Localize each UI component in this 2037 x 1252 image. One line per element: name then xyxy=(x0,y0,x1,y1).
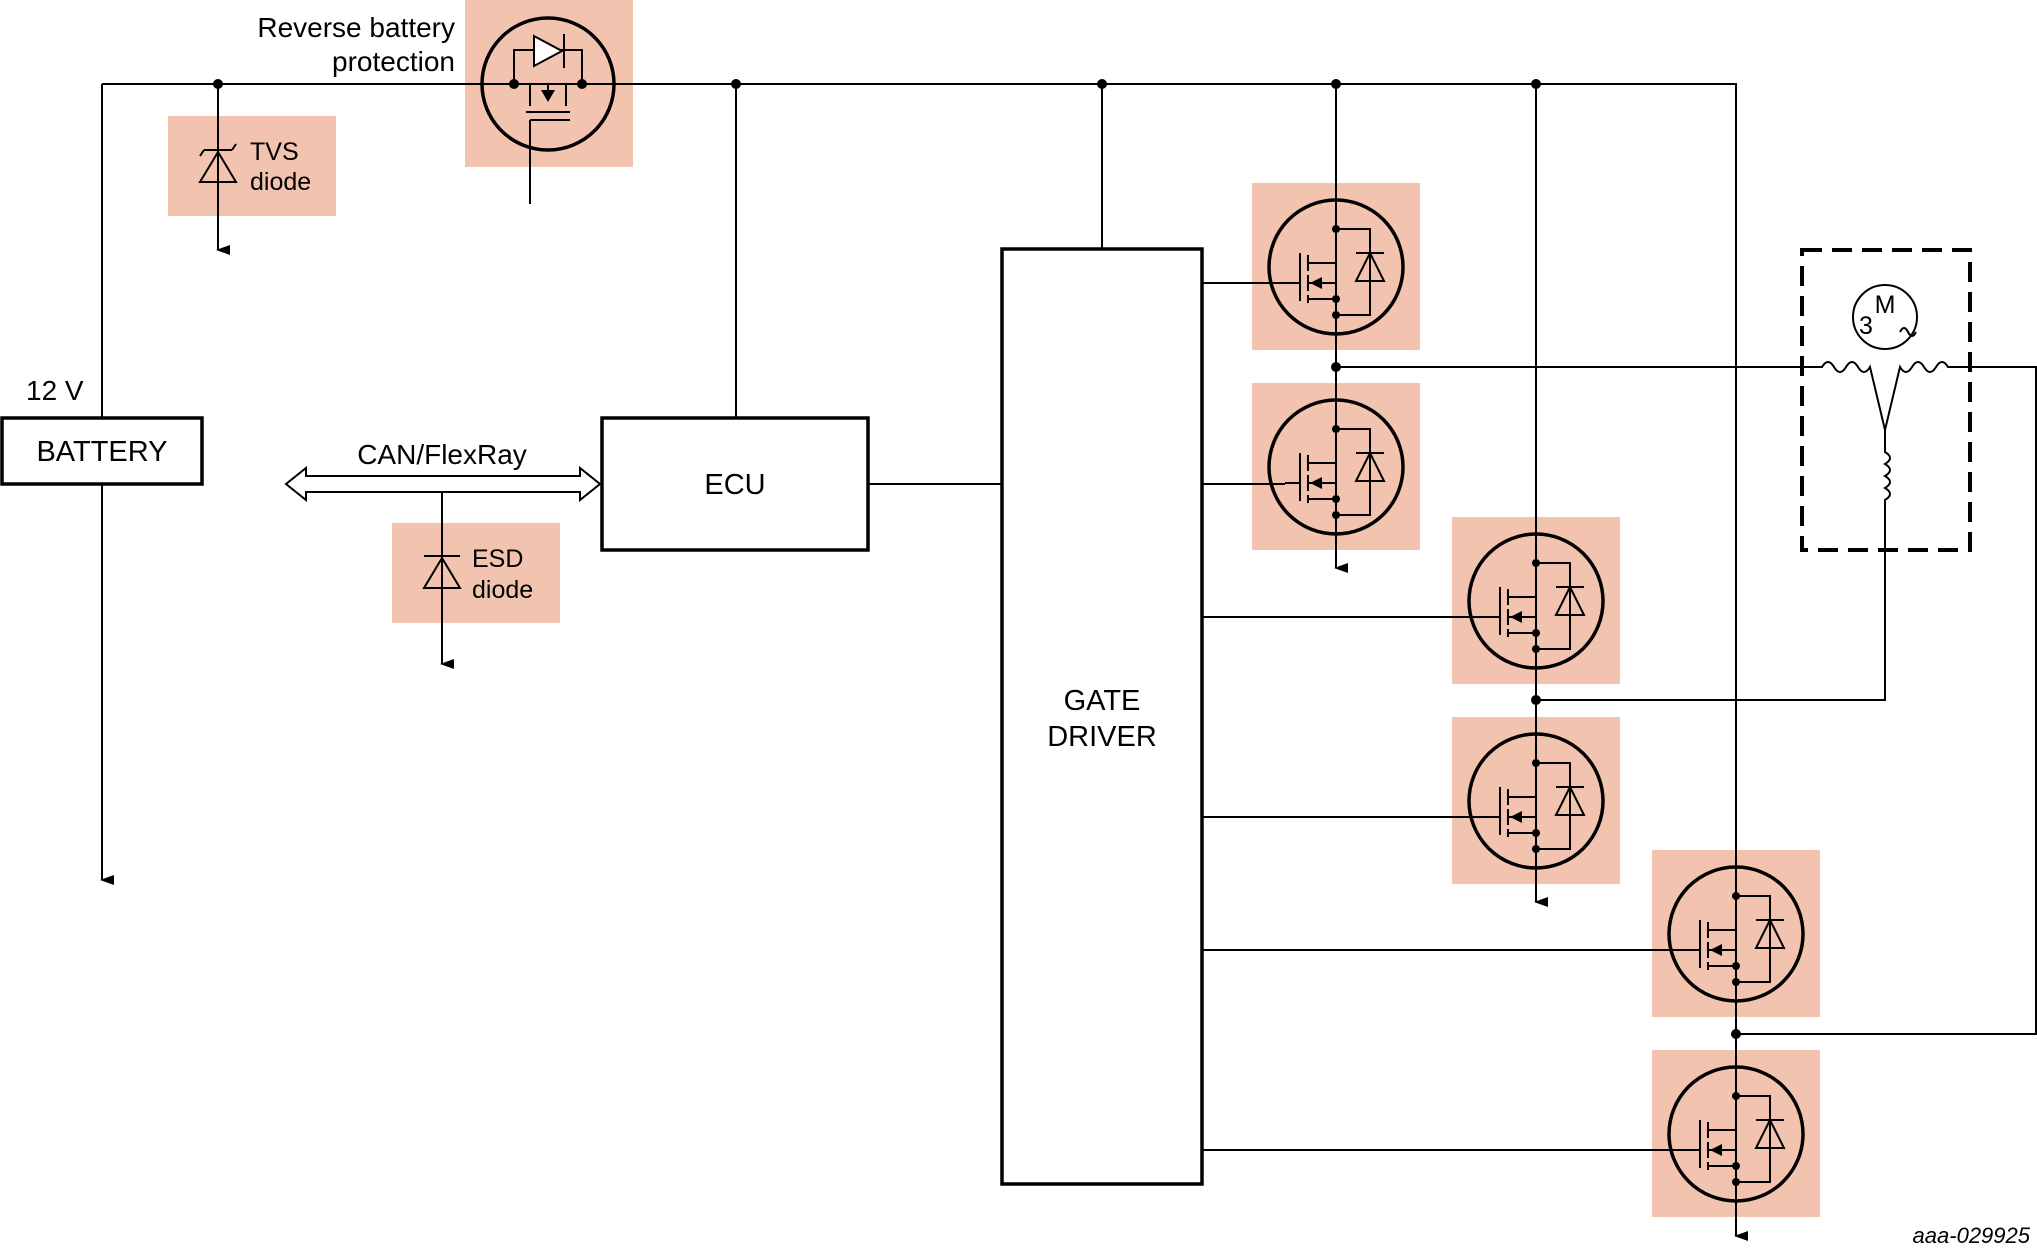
mosfet-v-high-icon xyxy=(1467,532,1605,670)
can-flexray-bus-arrow[interactable] xyxy=(284,465,602,503)
esd-label-line2: diode xyxy=(472,576,533,604)
gate-driver-label-line1: GATE xyxy=(1064,685,1141,717)
ecu-block[interactable] xyxy=(600,416,870,552)
mosfet-u-low-icon xyxy=(1267,398,1405,536)
tvs-label-line1: TVS xyxy=(250,138,299,166)
three-phase-motor[interactable] xyxy=(1800,248,1972,552)
battery-block[interactable] xyxy=(0,416,204,486)
voltage-label: 12 V xyxy=(26,375,84,406)
mosfet-w-low-icon xyxy=(1667,1065,1805,1203)
tvs-diode-highlight xyxy=(168,116,336,216)
reverse-battery-label-line2: protection xyxy=(332,46,455,77)
mosfet-v-low-icon xyxy=(1467,732,1605,870)
mosfet-u-high-icon xyxy=(1267,198,1405,336)
esd-label-line1: ESD xyxy=(472,545,523,573)
motor-symbol-3: 3 xyxy=(1859,312,1873,340)
battery-label: BATTERY xyxy=(36,436,167,468)
figure-reference: aaa-029925 xyxy=(1913,1223,2031,1248)
motor-symbol-m: M xyxy=(1875,291,1896,319)
motor-icon xyxy=(1852,284,1918,350)
bus-label: CAN/FlexRay xyxy=(357,439,527,470)
tvs-diode-icon xyxy=(198,143,238,183)
gate-driver-block[interactable] xyxy=(1000,247,1204,1186)
mosfet-w-high-icon xyxy=(1667,865,1805,1003)
reverse-battery-label-line1: Reverse battery xyxy=(257,12,455,43)
tvs-label-line2: diode xyxy=(250,168,311,196)
esd-diode-icon xyxy=(422,555,462,589)
esd-diode-highlight xyxy=(392,523,560,623)
ecu-label: ECU xyxy=(704,469,765,501)
reverse-battery-mosfet-icon xyxy=(480,16,616,204)
gate-driver-label-line2: DRIVER xyxy=(1047,721,1157,753)
